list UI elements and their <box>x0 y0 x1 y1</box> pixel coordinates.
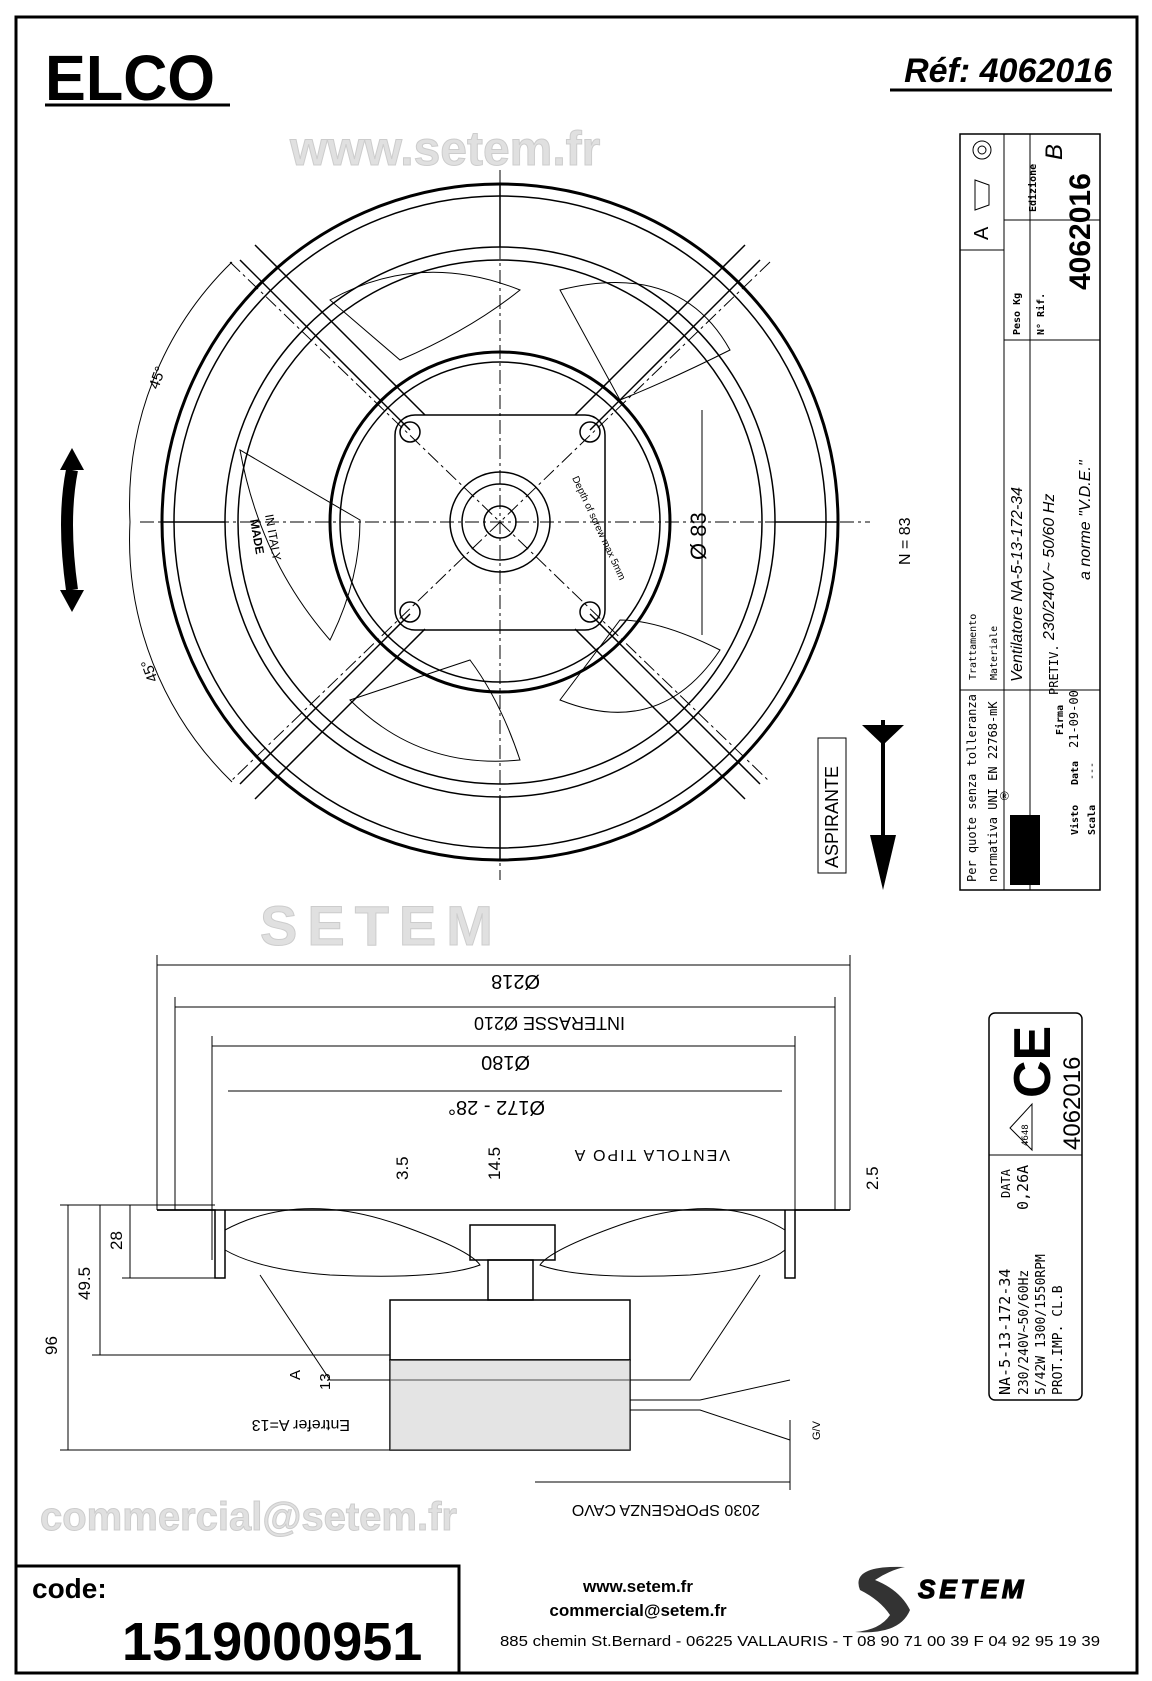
website-link: www.setem.fr <box>582 1577 693 1596</box>
address: 885 chemin St.Bernard - 06225 VALLAURIS … <box>500 1633 1100 1650</box>
svg-text:NA-5-13-172-34: NA-5-13-172-34 <box>996 1269 1014 1395</box>
svg-text:N° Rif.: N° Rif. <box>1035 293 1047 335</box>
svg-text:A: A <box>971 226 993 240</box>
svg-text:Peso Kg: Peso Kg <box>1012 293 1023 335</box>
watermark-website: www.setem.fr <box>289 123 600 176</box>
svg-text:28: 28 <box>107 1231 126 1250</box>
svg-text:code:: code: <box>32 1573 107 1604</box>
svg-text:2.5: 2.5 <box>863 1166 882 1190</box>
email-link: commercial@setem.fr <box>549 1601 727 1620</box>
svg-text:49.5: 49.5 <box>75 1267 94 1300</box>
svg-text:SETEM: SETEM <box>918 1574 1028 1604</box>
svg-text:2030 SPORGENZA CAVO: 2030 SPORGENZA CAVO <box>572 1501 760 1518</box>
svg-text:Per quote senza tolleranza: Per quote senza tolleranza <box>965 694 979 882</box>
reference-number: Réf: 4062016 <box>904 52 1113 90</box>
svg-text:14.5: 14.5 <box>485 1147 504 1180</box>
svg-text:Ø218: Ø218 <box>491 970 540 992</box>
svg-text:Materiale: Materiale <box>989 626 1000 680</box>
made-label: MADE <box>247 518 267 555</box>
svg-text:Entrefer A=13: Entrefer A=13 <box>252 1416 350 1433</box>
svg-text:0,26A: 0,26A <box>1014 1165 1032 1210</box>
airflow-label: ASPIRANTE <box>822 766 842 868</box>
svg-text:4062016: 4062016 <box>1059 1057 1086 1150</box>
projection-symbol-icon <box>972 140 992 211</box>
rotation-arrow-icon <box>61 468 78 591</box>
title-block: Per quote senza tolleranza normativa UNI… <box>959 133 1101 891</box>
svg-text:PRETIV.: PRETIV. <box>1047 644 1061 695</box>
diameter-label: Ø 83 <box>686 512 711 560</box>
svg-text:21-09-00: 21-09-00 <box>1067 690 1081 748</box>
svg-text:Trattamento: Trattamento <box>968 614 979 680</box>
svg-text:96: 96 <box>42 1336 61 1355</box>
svg-text:4648: 4648 <box>1021 1124 1031 1146</box>
svg-text:a norme "V.D.E.": a norme "V.D.E." <box>1077 459 1094 580</box>
watermark-email: commercial@setem.fr <box>40 1495 457 1539</box>
front-view: Ø 83 N = 83 45° 45° MADE IN ITALY Depth … <box>60 170 914 890</box>
svg-text:Ø172 - 28°: Ø172 - 28° <box>448 1096 545 1118</box>
angle-bottom-label: 45° <box>138 657 162 684</box>
svg-text:3.5: 3.5 <box>393 1156 412 1180</box>
product-code: 1519000951 <box>122 1612 422 1672</box>
svg-text:Edizione: Edizione <box>1027 164 1039 212</box>
svg-text:VENTOLA TIPO A: VENTOLA TIPO A <box>573 1146 730 1163</box>
hub-text: Depth of screw max 5mm <box>569 475 627 582</box>
svg-text:normativa UNI EN 22768-mK: normativa UNI EN 22768-mK <box>986 701 1000 882</box>
setem-logo: SETEM <box>855 1566 1028 1633</box>
drawing-frame <box>14 15 1139 1675</box>
svg-text:5/42W 1300/1550RPM: 5/42W 1300/1550RPM <box>1034 1254 1049 1395</box>
svg-text:INTERASSE Ø210: INTERASSE Ø210 <box>474 1013 625 1033</box>
svg-text:Scala: Scala <box>1087 805 1098 835</box>
svg-text:B: B <box>1041 144 1068 160</box>
svg-text:PROT.IMP. CL.B: PROT.IMP. CL.B <box>1051 1285 1066 1395</box>
svg-text:Data: Data <box>1070 761 1081 785</box>
svg-text:Ventilatore NA-5-13-172-34: Ventilatore NA-5-13-172-34 <box>1009 487 1026 682</box>
svg-text:Firma: Firma <box>1054 705 1066 735</box>
svg-text:A: A <box>287 1370 304 1380</box>
svg-text:®: ® <box>1000 789 1009 803</box>
ce-mark: CE <box>1004 1026 1062 1098</box>
svg-text:Ø180: Ø180 <box>481 1051 530 1073</box>
airflow-arrow-icon <box>870 835 896 890</box>
svg-text:230/240V~ 50/60 Hz: 230/240V~ 50/60 Hz <box>1041 494 1058 641</box>
elco-small-logo <box>1010 815 1040 885</box>
footer: code: 1519000951 www.setem.fr commercial… <box>14 1564 1100 1675</box>
svg-text:DATA: DATA <box>999 1168 1013 1198</box>
ref-number: 4062016 <box>1064 173 1097 290</box>
side-view: Ø218 INTERASSE Ø210 Ø180 Ø172 - 28° VENT… <box>42 955 882 1518</box>
svg-text:Visto: Visto <box>1069 805 1081 835</box>
svg-text:---: --- <box>1087 762 1098 780</box>
svg-text:ELCO: ELCO <box>45 42 215 114</box>
svg-text:G/V: G/V <box>811 1420 823 1440</box>
n-label: N = 83 <box>897 517 914 565</box>
watermark-brand: SETEM <box>260 894 503 957</box>
svg-text:13: 13 <box>317 1373 334 1390</box>
code-box <box>14 1564 461 1675</box>
watermark: www.setem.fr SETEM commercial@setem.fr <box>40 123 601 1540</box>
elco-logo: ELCO <box>45 42 230 114</box>
label-plate: CE 4062016 4648 NA-5-13-172-34 230/240V~… <box>988 1012 1086 1401</box>
svg-text:230/240V~50/60Hz: 230/240V~50/60Hz <box>1017 1270 1032 1395</box>
